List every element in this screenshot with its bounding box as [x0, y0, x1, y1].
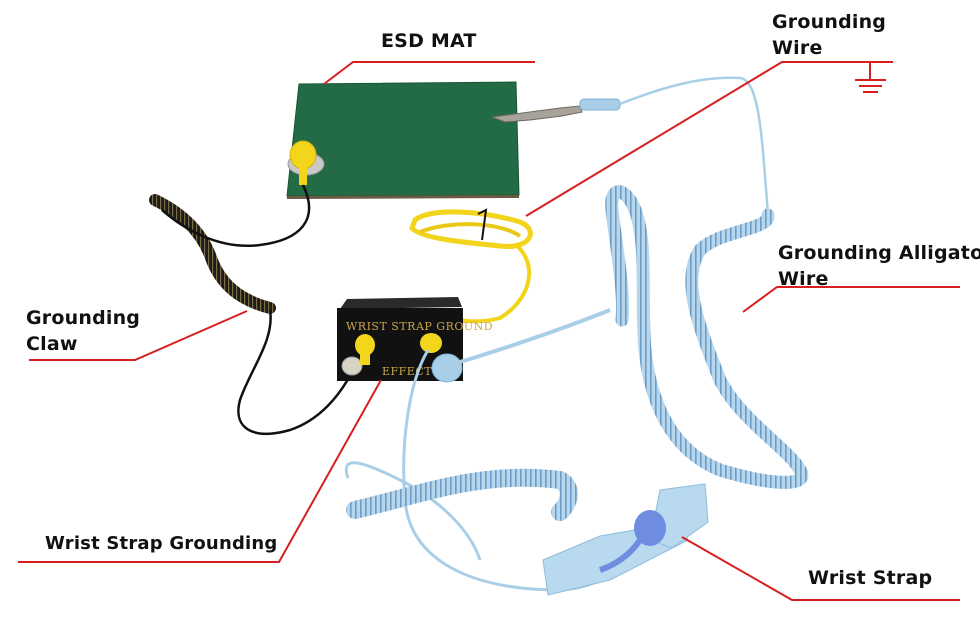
- yellow-grounding-wire: [409, 208, 533, 324]
- grounding-claw-wire-to-mat: [161, 184, 311, 248]
- label-grounding-wire-line1: Grounding: [772, 11, 887, 33]
- leader-grounding-wire: [525, 61, 893, 217]
- grounding-alligator-coil: [605, 185, 809, 489]
- label-grounding-alligator-wire-line2: Wire: [778, 268, 829, 290]
- box-bottom-text: EFFECT: [382, 365, 432, 378]
- label-wrist-strap: Wrist Strap: [808, 565, 932, 591]
- leader-grounding-claw: [29, 310, 248, 361]
- label-grounding-claw-line2: Claw: [26, 333, 78, 355]
- leader-wrist-strap: [681, 536, 960, 601]
- label-esd-mat: ESD MAT: [381, 28, 477, 54]
- label-wrist-strap-grounding-text: Wrist Strap Grounding: [45, 533, 278, 554]
- label-esd-mat-text: ESD MAT: [381, 30, 477, 52]
- grounding-claw-coil: [149, 194, 276, 314]
- alligator-clip: [491, 98, 621, 123]
- leader-grounding-alligator-wire: [742, 286, 960, 313]
- label-grounding-alligator-wire: Grounding Alligator Wire: [778, 240, 980, 292]
- box-top-text: WRIST STRAP GROUND: [346, 320, 493, 333]
- label-grounding-claw-line1: Grounding: [26, 307, 141, 329]
- wrist-strap-band: [542, 483, 709, 596]
- label-grounding-claw: Grounding Claw: [26, 305, 140, 357]
- esd-mat: [286, 81, 520, 199]
- grounding-alligator-thin-wire: [619, 76, 770, 216]
- earth-ground-icon: [855, 62, 886, 93]
- leader-wrist-strap-grounding: [18, 379, 382, 563]
- wrist-strap-grounding-box: WRIST STRAP GROUND EFFECT: [337, 297, 493, 381]
- leader-lines: [18, 61, 960, 601]
- leader-esd-mat: [323, 61, 535, 85]
- mat-snap-connector: [287, 140, 325, 185]
- label-grounding-wire: Grounding Wire: [772, 9, 886, 61]
- label-grounding-alligator-wire-line1: Grounding Alligator: [778, 242, 980, 264]
- label-wrist-strap-grounding: Wrist Strap Grounding: [45, 531, 278, 557]
- label-grounding-wire-line2: Wire: [772, 37, 823, 59]
- label-wrist-strap-text: Wrist Strap: [808, 567, 933, 589]
- grounding-claw-wire-to-box: [237, 309, 354, 435]
